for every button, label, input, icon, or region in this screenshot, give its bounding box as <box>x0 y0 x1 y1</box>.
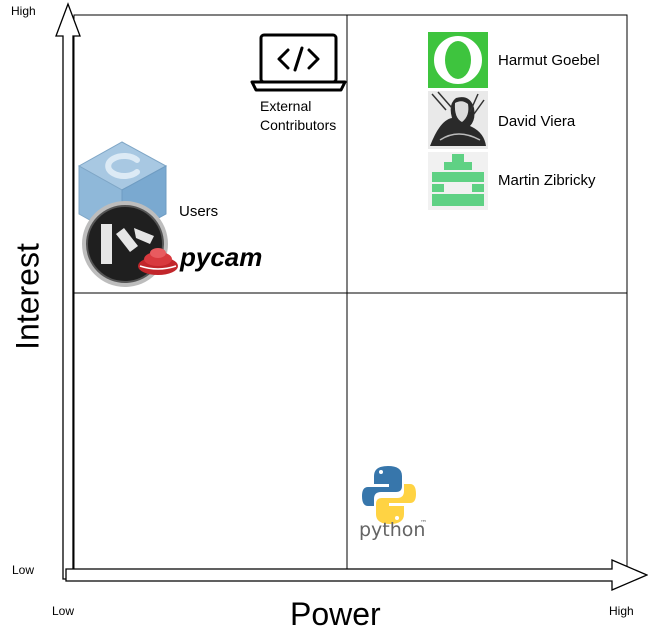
green-pixel-avatar <box>428 152 488 210</box>
code-laptop-icon <box>250 33 347 92</box>
x-axis-title: Power <box>290 596 381 632</box>
y-axis-title: Interest <box>9 243 46 350</box>
external-contributors-label-line1: External <box>260 98 312 114</box>
martin-zibricky-label: Martin Zibricky <box>498 172 596 189</box>
x-axis-low-label: Low <box>52 604 75 618</box>
harmut-goebel-label: Harmut Goebel <box>498 52 600 69</box>
python-logo: python ™ <box>359 466 427 541</box>
x-axis-high-label: High <box>609 604 634 618</box>
pycam-wordmark: pycam <box>179 242 262 272</box>
python-trademark: ™ <box>420 519 427 527</box>
y-axis-high-label: High <box>11 4 36 18</box>
engraving-portrait-avatar <box>428 91 488 149</box>
x-axis-arrow <box>65 559 648 591</box>
y-axis-low-label: Low <box>12 563 35 577</box>
external-contributors-label-line2: Contributors <box>260 117 337 133</box>
python-wordmark: python <box>359 519 425 541</box>
users-label: Users <box>179 203 219 220</box>
y-axis-arrow <box>55 2 81 580</box>
green-ring-avatar <box>428 32 488 88</box>
pycam-logo: pycam <box>82 201 262 287</box>
david-viera-label: David Viera <box>498 113 576 130</box>
